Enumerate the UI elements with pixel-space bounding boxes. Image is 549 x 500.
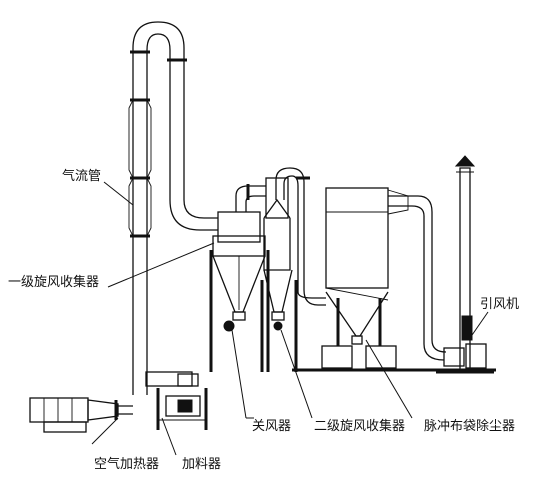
air-heater bbox=[29, 397, 133, 433]
label-pulse-bag-filter: 脉冲布袋除尘器 bbox=[424, 419, 516, 434]
label-air-heater: 空气加热器 bbox=[94, 457, 160, 472]
label-primary-cyclone-collector: 一级旋风收集器 bbox=[8, 275, 100, 290]
secondary-rotary-valve-icon bbox=[273, 321, 283, 331]
stack-cap-icon bbox=[454, 155, 476, 167]
induced-draft-fan bbox=[436, 155, 494, 374]
feeder bbox=[145, 371, 208, 430]
label-induced-draft-fan: 引风机 bbox=[480, 297, 520, 312]
leader-lines bbox=[91, 181, 489, 456]
primary-rotary-valve-icon bbox=[223, 320, 235, 332]
primary-cyclone-collector bbox=[209, 184, 270, 372]
fan-motor-icon bbox=[461, 315, 473, 341]
air-flow-pipe bbox=[128, 21, 218, 395]
secondary-cyclone-collector bbox=[260, 167, 326, 372]
label-air-lock-valve: 关风器 bbox=[252, 419, 292, 434]
label-air-flow-pipe: 气流管 bbox=[62, 169, 102, 184]
pulse-bag-filter bbox=[321, 187, 447, 369]
label-feeder: 加料器 bbox=[182, 457, 222, 472]
label-secondary-cyclone-collector: 二级旋风收集器 bbox=[314, 419, 406, 434]
